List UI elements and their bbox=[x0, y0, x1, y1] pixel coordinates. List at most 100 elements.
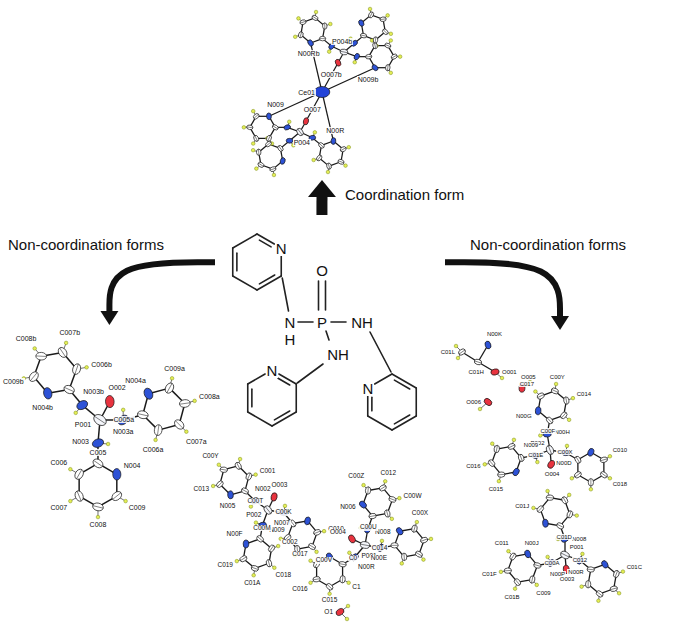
octant-line bbox=[610, 588, 617, 590]
atom-label: P004b bbox=[331, 38, 353, 45]
atom-label: C00X bbox=[556, 449, 573, 455]
atom-ellipsoid bbox=[312, 576, 320, 582]
ellipsoid bbox=[391, 543, 398, 548]
atom-label: C008 bbox=[89, 521, 108, 528]
atom-label: N009 bbox=[523, 442, 539, 448]
crystal-structure bbox=[454, 340, 625, 602]
arrow-shaft bbox=[109, 262, 215, 313]
ellipsoid bbox=[304, 516, 311, 525]
ellipsoid bbox=[474, 358, 483, 365]
atom-ellipsoid bbox=[257, 161, 265, 168]
atom-ellipsoid bbox=[545, 416, 554, 425]
octant-line bbox=[339, 564, 346, 565]
atom-ellipsoid bbox=[613, 570, 621, 579]
bond-line bbox=[257, 234, 274, 244]
hydrogen-atom bbox=[571, 396, 575, 400]
atom-ellipsoid bbox=[253, 135, 260, 143]
hydrogen-atom bbox=[575, 514, 579, 518]
ellipsoid bbox=[27, 370, 40, 383]
ellipsoid bbox=[266, 113, 271, 120]
hydrogen-atom bbox=[539, 434, 543, 438]
octant-line bbox=[590, 479, 591, 486]
hydrogen-atom bbox=[276, 544, 280, 548]
octant-line bbox=[538, 506, 543, 511]
octant-line bbox=[520, 454, 523, 461]
atom-ellipsoid bbox=[373, 37, 378, 44]
hydrogen-atom bbox=[368, 7, 372, 11]
ellipsoid bbox=[588, 479, 593, 486]
atom-ellipsoid bbox=[559, 411, 568, 420]
octant-line bbox=[269, 545, 273, 551]
ellipsoid bbox=[252, 113, 260, 121]
atom-label: P002 bbox=[245, 512, 262, 519]
ellipsoid bbox=[536, 505, 545, 514]
octant-line bbox=[375, 37, 377, 43]
atom-ellipsoid bbox=[360, 33, 367, 39]
hydrogen-atom bbox=[507, 549, 511, 553]
ellipsoid bbox=[559, 550, 570, 560]
hydrogen-atom bbox=[497, 479, 501, 483]
atom-ellipsoid bbox=[163, 382, 175, 395]
atom-label: N00R bbox=[357, 564, 376, 571]
octant-line bbox=[247, 127, 253, 128]
hydrogen-atom bbox=[536, 460, 540, 464]
hydrogen-atom bbox=[124, 499, 128, 503]
atom-ellipsoid bbox=[267, 544, 276, 553]
ellipsoid bbox=[484, 340, 492, 349]
atom-label: C00Y bbox=[201, 453, 219, 460]
ellipsoid bbox=[395, 526, 404, 536]
atom-label: C0 bbox=[348, 555, 358, 562]
atom-label: N00R bbox=[567, 569, 584, 575]
bond-line bbox=[392, 374, 416, 388]
octant-line bbox=[319, 38, 325, 39]
atom-label: C017 bbox=[519, 381, 535, 387]
ellipsoid bbox=[517, 453, 525, 462]
octant-line bbox=[75, 364, 79, 374]
ellipsoid bbox=[279, 157, 286, 165]
ellipsoid bbox=[215, 480, 224, 489]
atom-ellipsoid bbox=[256, 149, 261, 156]
atom-label: N00J bbox=[524, 540, 540, 546]
atom-label: Ce01 bbox=[297, 89, 316, 96]
atom-ellipsoid bbox=[73, 468, 85, 481]
ellipsoid bbox=[71, 363, 82, 376]
atom-ellipsoid bbox=[365, 54, 372, 59]
octant-line bbox=[279, 146, 283, 151]
hydrogen-atom bbox=[273, 566, 277, 570]
atom-symbol: P bbox=[316, 315, 328, 330]
bond-line bbox=[375, 374, 392, 384]
atom-ellipsoid bbox=[483, 397, 493, 407]
bond-line bbox=[318, 281, 320, 310]
atom-ellipsoid bbox=[313, 529, 322, 537]
bond-line bbox=[392, 416, 416, 430]
atom-ellipsoid bbox=[524, 549, 532, 558]
octant-line bbox=[370, 12, 373, 18]
atom-ellipsoid bbox=[319, 36, 325, 41]
octant-line bbox=[93, 506, 103, 509]
octant-line bbox=[240, 557, 246, 561]
atom-ellipsoid bbox=[536, 505, 545, 514]
hydrogen-atom bbox=[554, 382, 558, 386]
ellipsoid bbox=[545, 444, 555, 455]
atom-ellipsoid bbox=[337, 159, 345, 166]
ellipsoid bbox=[574, 455, 582, 464]
atom-ellipsoid bbox=[378, 484, 387, 492]
ellipsoid bbox=[303, 117, 310, 125]
atom-ellipsoid bbox=[493, 445, 500, 453]
octant-line bbox=[179, 403, 190, 405]
ellipsoid bbox=[326, 163, 332, 170]
atom-ellipsoid bbox=[304, 516, 311, 525]
atom-ellipsoid bbox=[295, 127, 304, 137]
ellipsoid bbox=[385, 64, 390, 71]
atom-ellipsoid bbox=[384, 42, 392, 49]
octant-line bbox=[360, 544, 369, 546]
atom-label: C01J bbox=[514, 503, 530, 509]
hydrogen-atom bbox=[499, 570, 503, 574]
atom-ellipsoid bbox=[91, 457, 104, 469]
hydrogen-atom bbox=[74, 411, 78, 415]
hydrogen-atom bbox=[85, 366, 89, 370]
octant-line bbox=[391, 545, 398, 546]
atom-ellipsoid bbox=[36, 352, 47, 360]
bond-line bbox=[371, 397, 373, 410]
atom-ellipsoid bbox=[360, 541, 370, 549]
